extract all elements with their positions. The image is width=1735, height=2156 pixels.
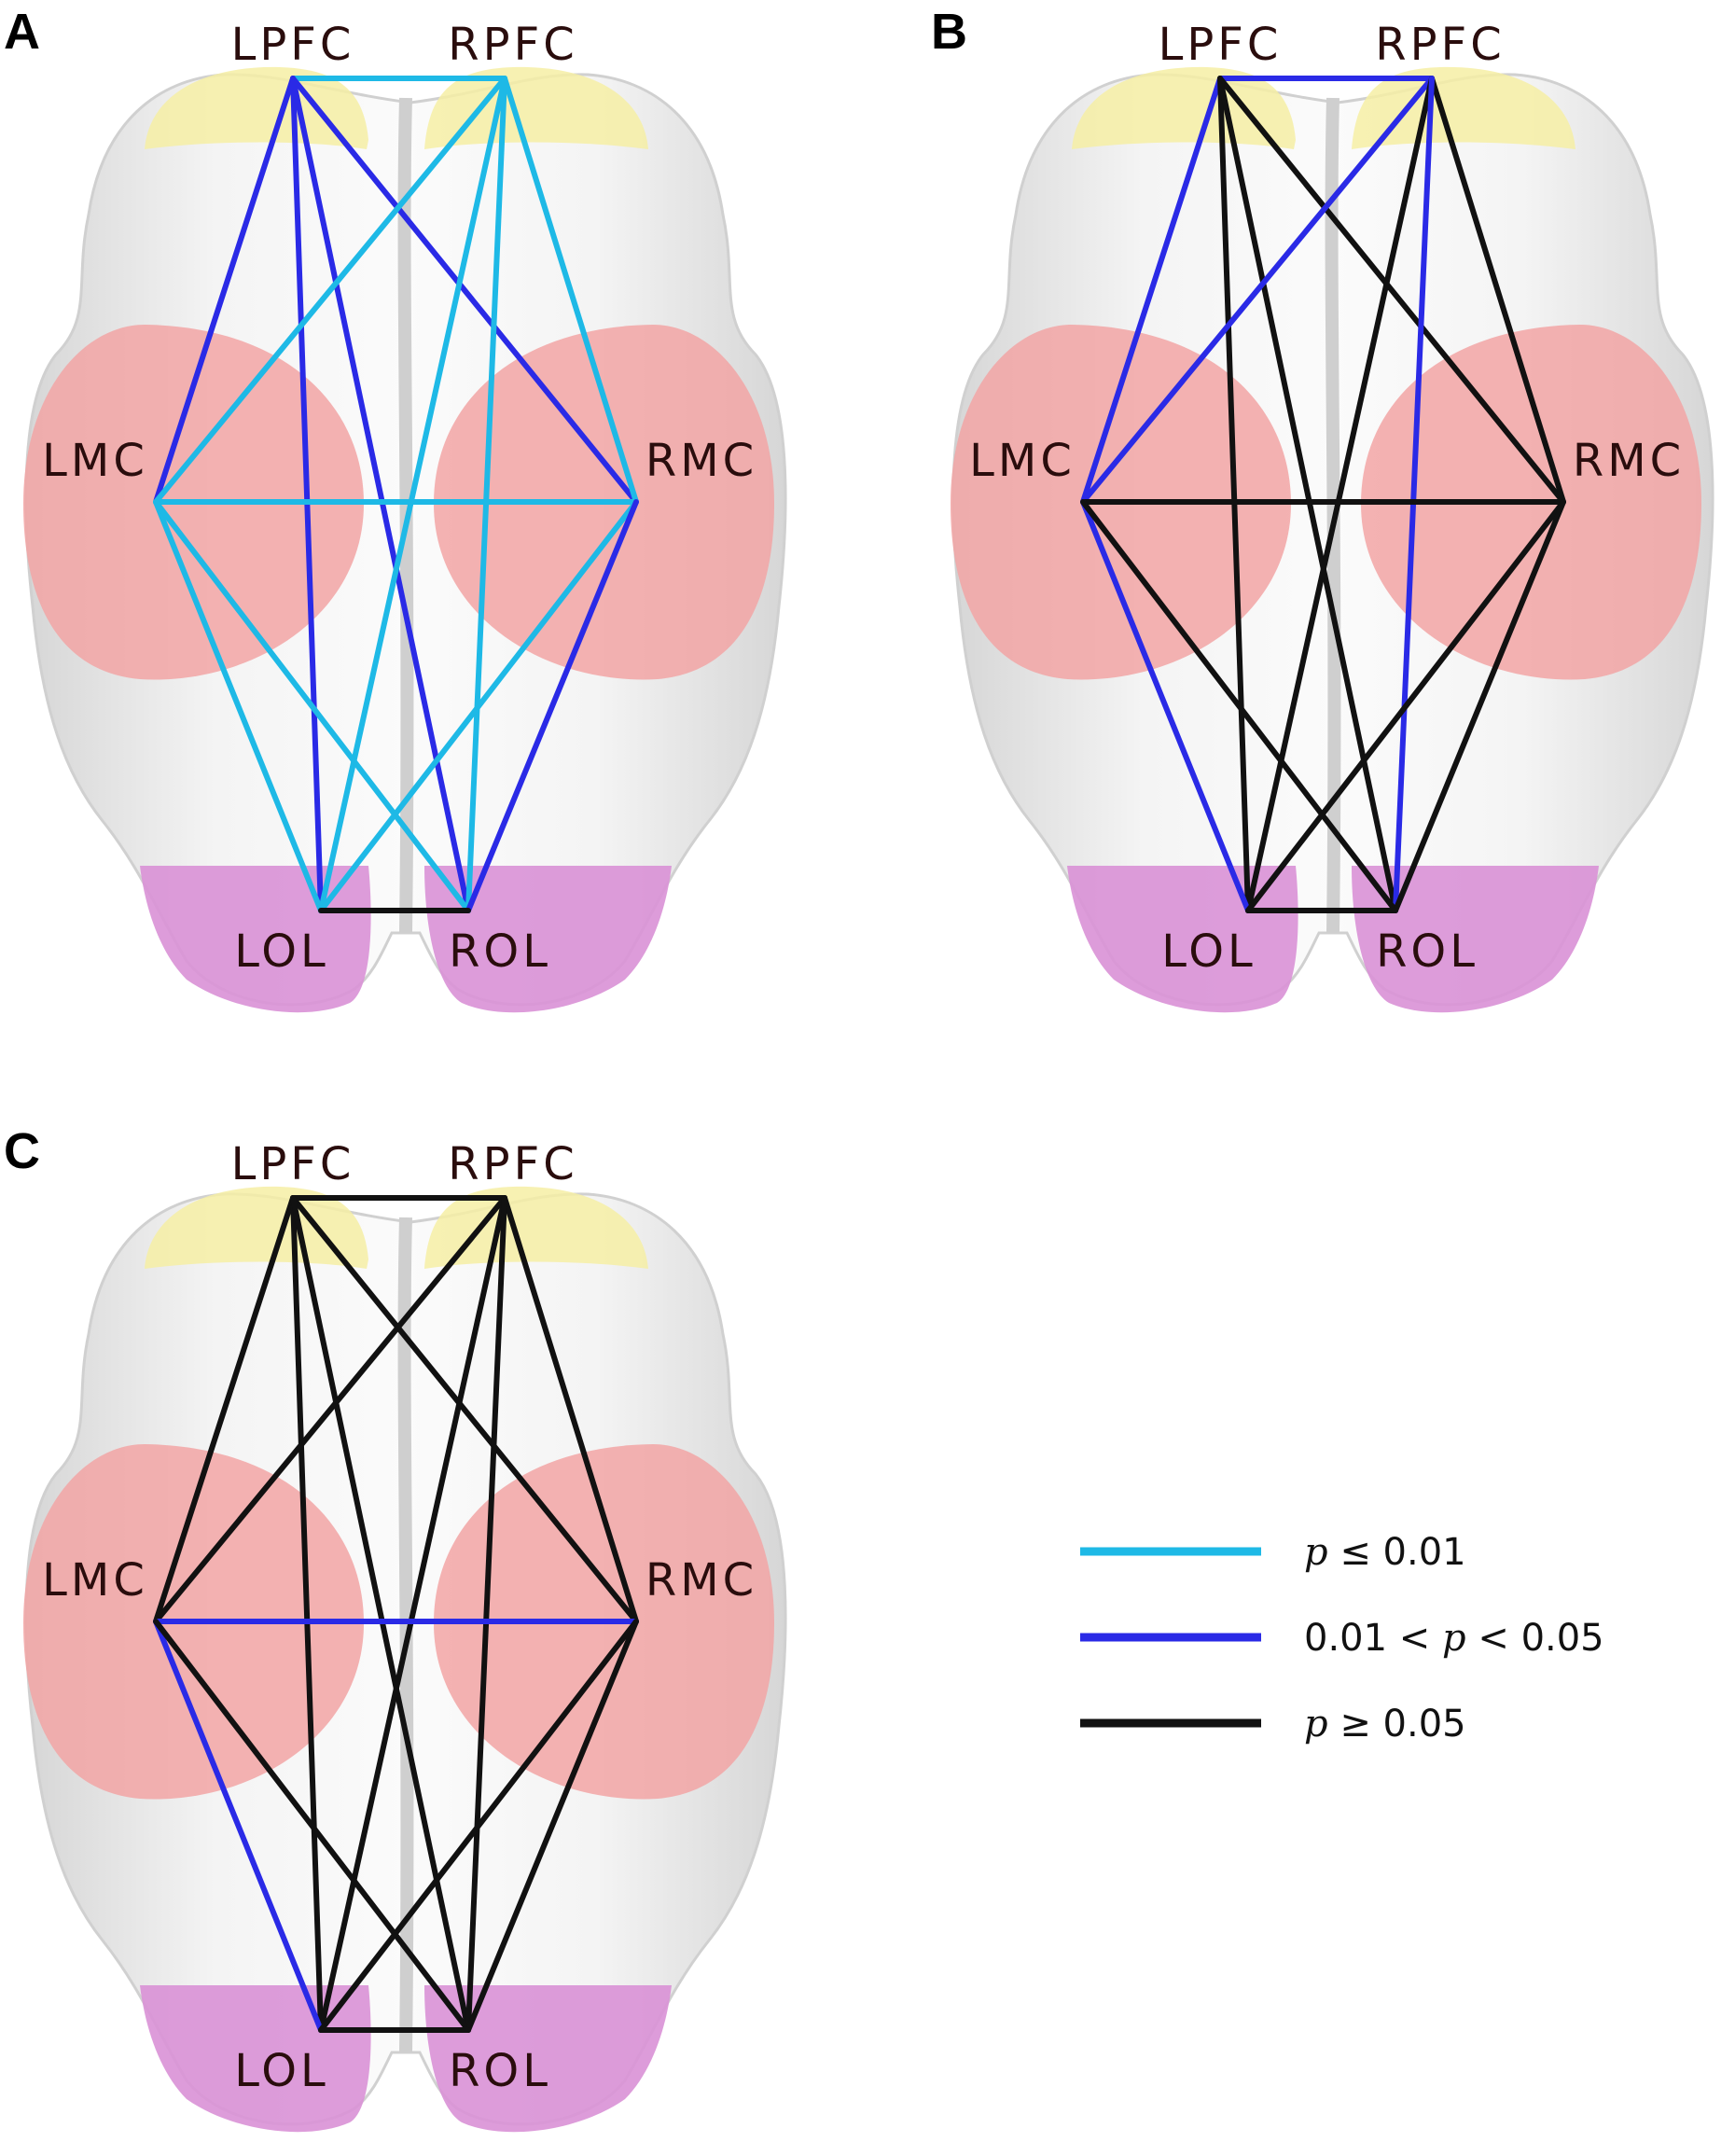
legend-label: 0.01 < p < 0.05: [1304, 1617, 1604, 1660]
edge-rpfc-lol: [318, 1195, 507, 2033]
edge-lmc-lol: [1080, 499, 1251, 913]
edge-rpfc-lol: [318, 76, 507, 913]
legend-text-part: ≤ 0.01: [1328, 1531, 1466, 1574]
p-symbol: p: [1304, 1531, 1328, 1574]
right-occipital-region: [424, 1985, 672, 2133]
edge-rpfc-lol: [1245, 76, 1435, 913]
node-label-rmc: RMC: [645, 1554, 757, 1607]
node-label-lpfc: LPFC: [1159, 19, 1283, 71]
legend-item: p ≥ 0.05: [1080, 1703, 1466, 1746]
node-label-rol: ROL: [449, 2045, 551, 2097]
node-label-rpfc: RPFC: [1375, 19, 1505, 71]
left-occipital-region: [140, 1985, 371, 2133]
panel-a: LPFC RPFC LMC RMC LOL ROL A: [4, 4, 787, 1013]
edge-lmc-rol: [1080, 499, 1398, 913]
edge-lpfc-rmc: [290, 76, 639, 505]
node-label-lol: LOL: [234, 2045, 329, 2097]
edge-group: [153, 76, 639, 913]
edge-rpfc-lmc: [153, 1195, 507, 1624]
node-label-rpfc: RPFC: [448, 19, 577, 71]
panel-letter: B: [931, 4, 967, 60]
edge-group: [153, 1195, 639, 2033]
edge-rpfc-lmc: [153, 76, 507, 505]
node-label-lmc: LMC: [42, 1554, 148, 1607]
edge-lpfc-lmc: [153, 1195, 296, 1624]
legend-text-part: ≥ 0.05: [1328, 1703, 1466, 1746]
p-symbol: p: [1304, 1703, 1328, 1746]
p-symbol: p: [1442, 1617, 1466, 1660]
edge-lmc-lol: [153, 1619, 324, 2033]
edge-rpfc-rol: [465, 1195, 507, 2033]
edge-rmc-rol: [465, 1619, 639, 2033]
right-prefrontal-region: [424, 66, 648, 149]
node-label-rpfc: RPFC: [448, 1138, 577, 1190]
edge-rmc-rol: [465, 499, 639, 913]
midline-fissure: [1325, 97, 1341, 934]
edge-lpfc-rol: [1217, 76, 1398, 913]
panel-b: LPFC RPFC LMC RMC LOL ROL B: [931, 4, 1714, 1013]
edge-rpfc-rmc: [502, 1195, 639, 1624]
node-label-lol: LOL: [234, 925, 329, 978]
right-occipital-region: [424, 866, 672, 1013]
node-label-lmc: LMC: [969, 435, 1076, 487]
left-prefrontal-region: [145, 66, 368, 149]
edge-lmc-rol: [153, 499, 471, 913]
node-label-rmc: RMC: [645, 435, 757, 487]
legend-label: p ≥ 0.05: [1304, 1703, 1466, 1746]
right-occipital-region: [1352, 866, 1599, 1013]
node-label-rol: ROL: [1376, 925, 1478, 978]
node-label-lpfc: LPFC: [231, 1138, 355, 1190]
edge-lpfc-rmc: [290, 1195, 639, 1624]
edge-lpfc-rmc: [1217, 76, 1566, 505]
edge-rmc-lol: [1245, 499, 1566, 913]
edge-rpfc-rmc: [502, 76, 639, 505]
midline-fissure: [397, 1217, 414, 2053]
edge-rpfc-rol: [465, 76, 507, 913]
edge-lpfc-lmc: [1080, 76, 1223, 505]
node-label-rol: ROL: [449, 925, 551, 978]
legend-text-part: < 0.05: [1466, 1617, 1604, 1660]
left-occipital-region: [1067, 866, 1298, 1013]
panel-letter: A: [4, 4, 40, 60]
legend-item: 0.01 < p < 0.05: [1080, 1617, 1604, 1660]
edge-lpfc-lol: [290, 1195, 324, 2033]
node-label-lpfc: LPFC: [231, 19, 355, 71]
node-label-lmc: LMC: [42, 435, 148, 487]
edge-lpfc-rol: [290, 1195, 471, 2033]
edge-lpfc-lol: [290, 76, 324, 913]
edge-lpfc-lol: [1217, 76, 1251, 913]
edge-rpfc-lmc: [1080, 76, 1435, 505]
right-prefrontal-region: [1352, 66, 1575, 149]
legend-text-part: 0.01 <: [1304, 1617, 1442, 1660]
edge-rmc-lol: [318, 499, 639, 913]
edge-rpfc-rmc: [1429, 76, 1566, 505]
edge-rmc-lol: [318, 1619, 639, 2033]
legend-item: p ≤ 0.01: [1080, 1531, 1466, 1574]
left-occipital-region: [140, 866, 371, 1013]
midline-fissure: [397, 97, 414, 934]
edge-rmc-rol: [1393, 499, 1566, 913]
edge-lpfc-rol: [290, 76, 471, 913]
node-label-rmc: RMC: [1573, 435, 1685, 487]
edge-lmc-lol: [153, 499, 324, 913]
node-label-lol: LOL: [1161, 925, 1256, 978]
edge-lmc-rol: [153, 1619, 471, 2033]
panel-letter: C: [4, 1123, 40, 1179]
edge-lpfc-lmc: [153, 76, 296, 505]
significance-legend: p ≤ 0.010.01 < p < 0.05p ≥ 0.05: [1080, 1531, 1604, 1746]
right-prefrontal-region: [424, 1186, 648, 1269]
panel-c: LPFC RPFC LMC RMC LOL ROL C: [4, 1123, 787, 2133]
left-prefrontal-region: [145, 1186, 368, 1269]
edge-group: [1080, 76, 1566, 913]
edge-rpfc-rol: [1393, 76, 1435, 913]
left-prefrontal-region: [1072, 66, 1296, 149]
legend-label: p ≤ 0.01: [1304, 1531, 1466, 1574]
